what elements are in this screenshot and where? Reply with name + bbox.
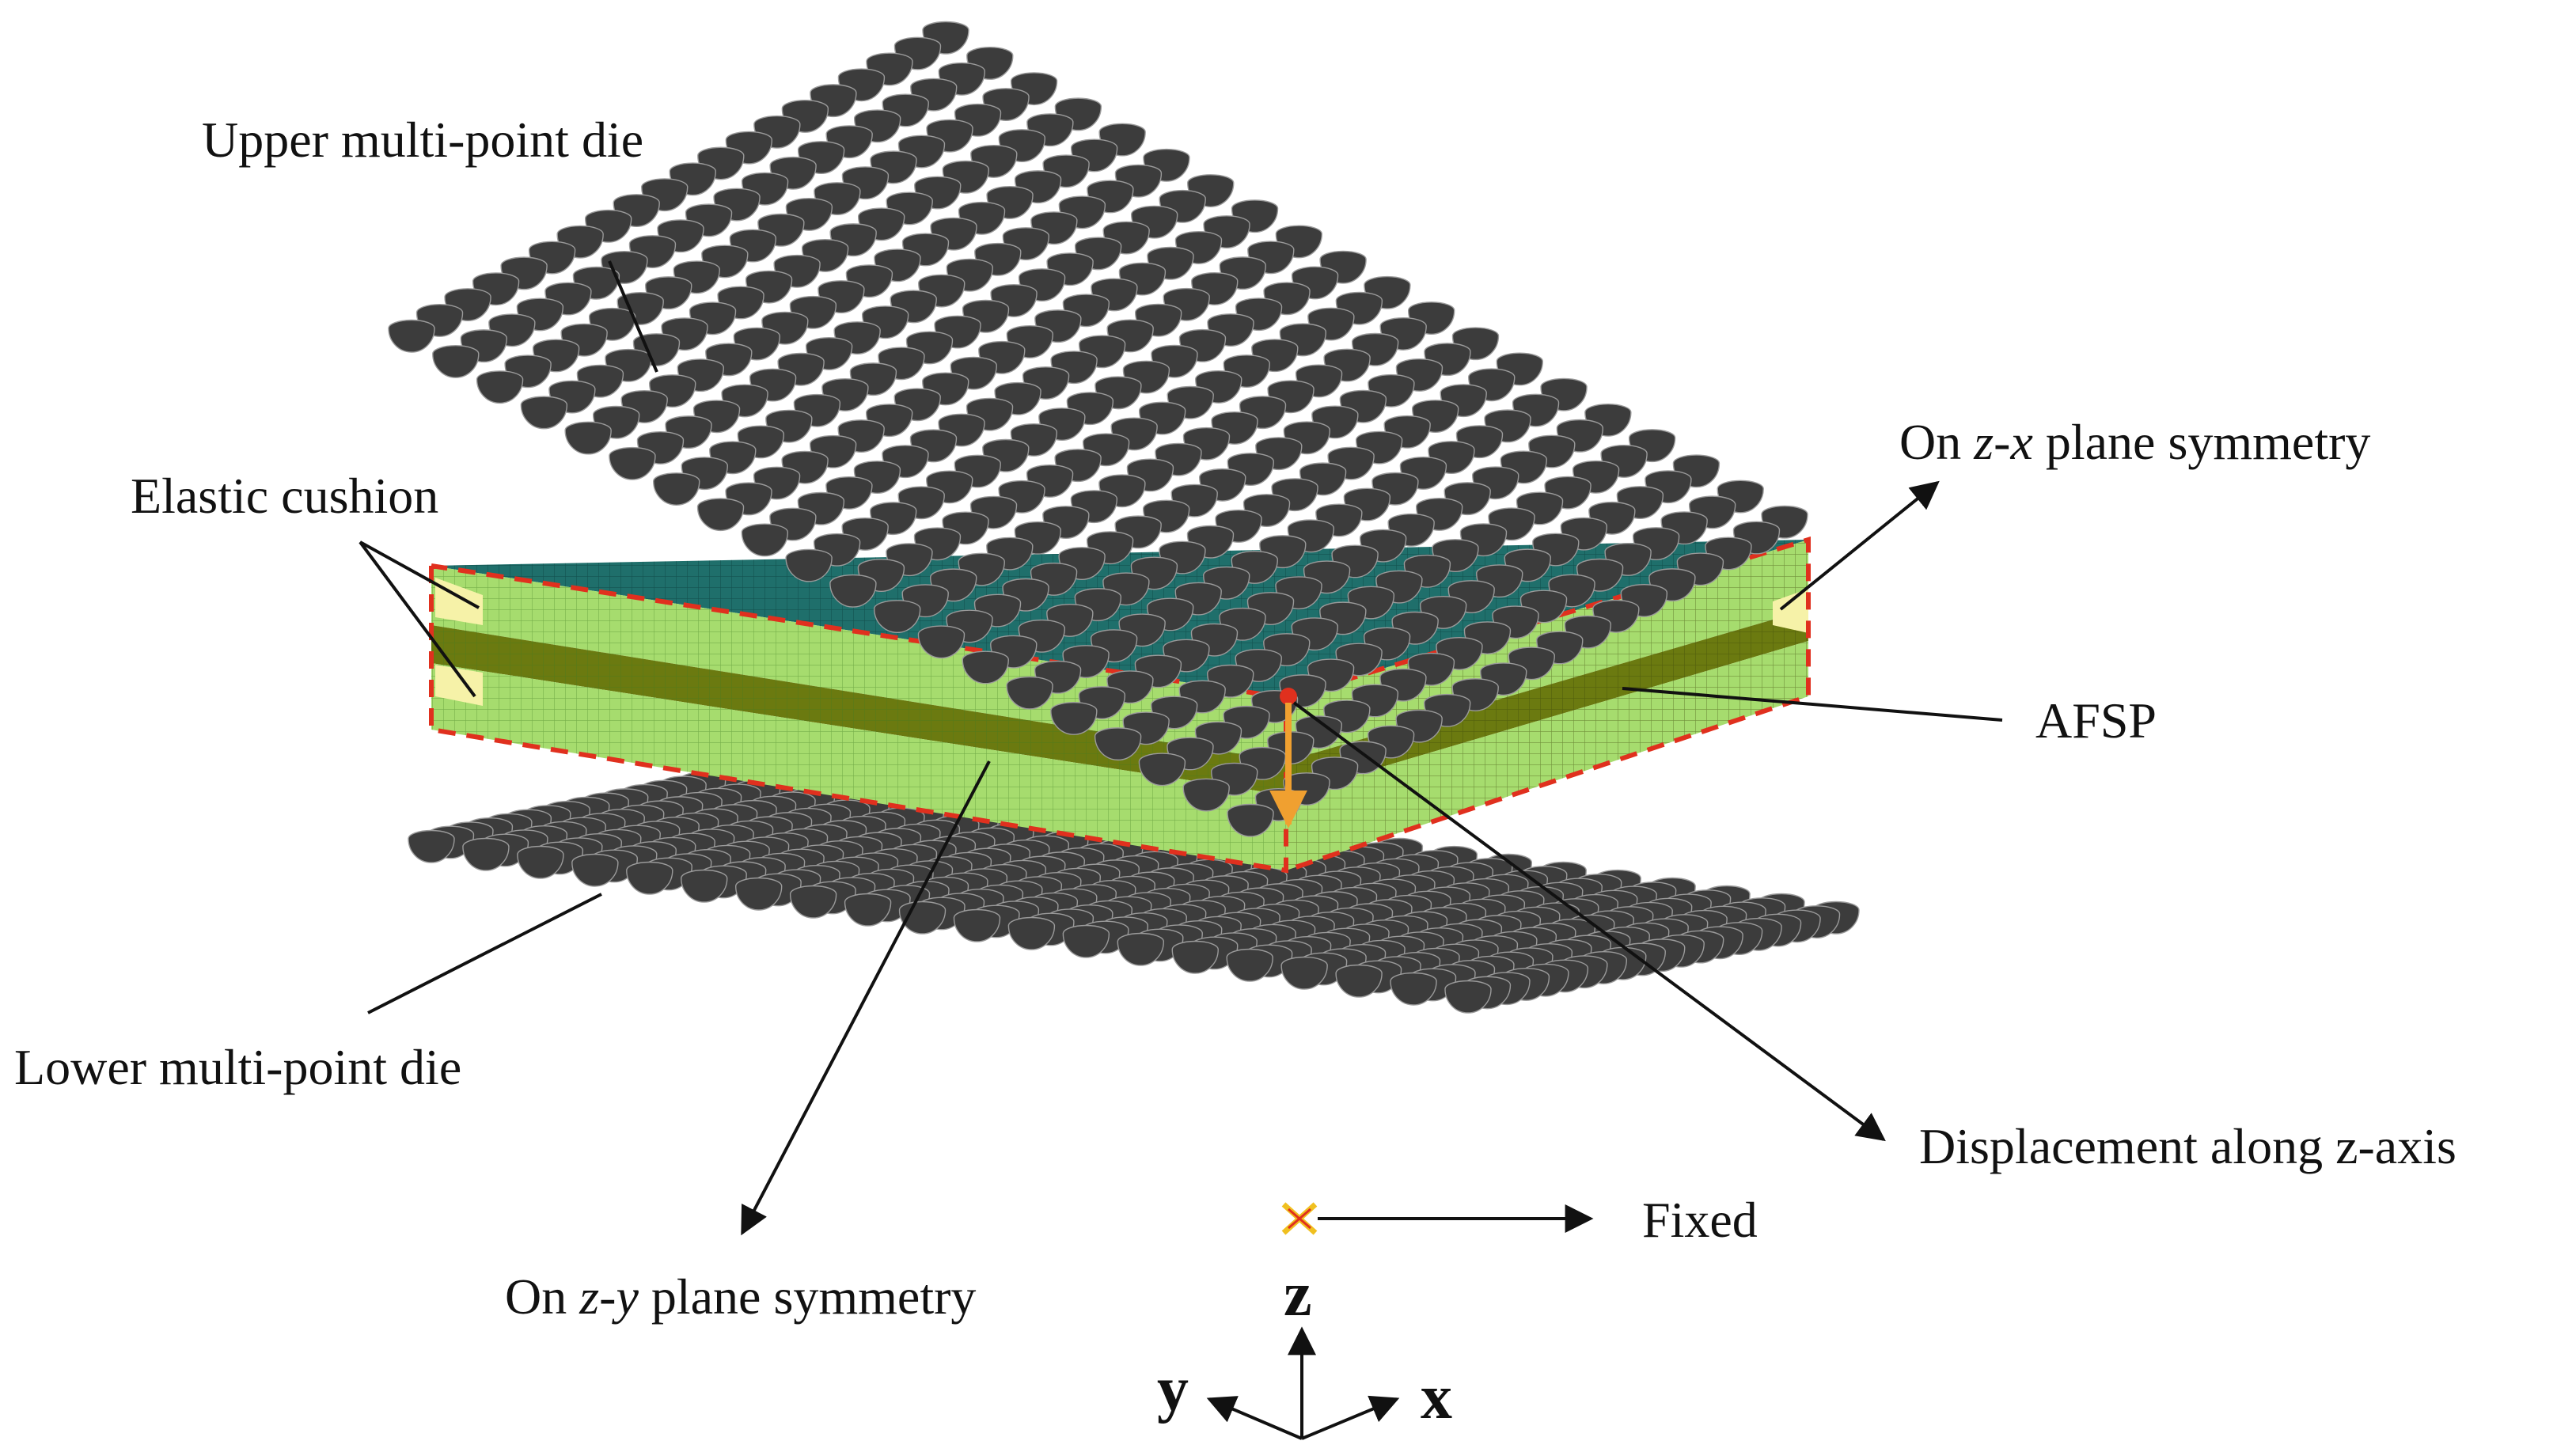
displacement-leader <box>1292 701 1886 1142</box>
die-pin <box>476 370 524 404</box>
y-axis-arrow <box>1206 1396 1303 1440</box>
die-pin <box>520 396 568 430</box>
die-pin <box>1335 964 1383 998</box>
die-pin <box>1226 948 1273 982</box>
cushion-end-left-lower <box>435 665 483 706</box>
die-pin <box>626 861 673 895</box>
upper-multi-point-die <box>388 21 1808 837</box>
die-pin <box>1094 727 1142 760</box>
zy-suffix: plane symmetry <box>639 1268 977 1325</box>
die-pin <box>1050 701 1098 735</box>
cushion-afsp-stack <box>429 536 1811 874</box>
z-axis-label: z <box>1284 1260 1312 1329</box>
die-pin <box>1444 980 1492 1014</box>
zy-symmetry-label: On z-y plane symmetry <box>505 1268 976 1325</box>
cushion-leader-lower <box>359 540 476 698</box>
die-pin <box>517 845 564 879</box>
die-pin <box>1117 932 1165 966</box>
die-pin <box>653 472 700 506</box>
cushion-end-right <box>1773 589 1808 633</box>
die-pin <box>462 837 510 871</box>
die-pin <box>953 908 1001 942</box>
die-pin <box>962 650 1009 684</box>
fixed-marker <box>1281 1202 1318 1235</box>
die-pin <box>432 345 480 378</box>
die-pin <box>571 853 619 887</box>
cushion-leader-upper <box>359 540 480 609</box>
die-pin <box>1280 956 1328 990</box>
die-pin <box>844 893 892 927</box>
coordinate-triad <box>1206 1326 1400 1440</box>
die-pin <box>408 829 455 863</box>
die-pin <box>609 446 656 480</box>
die-pin <box>829 574 877 608</box>
die-pin <box>1138 753 1186 787</box>
zx-prefix: On <box>1899 414 1974 470</box>
die-pin <box>734 877 783 911</box>
die-pin <box>1390 972 1437 1006</box>
die-pin <box>789 885 837 919</box>
zy-symmetry-leader <box>741 760 991 1236</box>
afsp-leader <box>1622 687 2003 722</box>
upper-die-label: Upper multi-point die <box>202 112 643 168</box>
die-pin <box>1182 778 1230 812</box>
sheet-top-face-mesh <box>431 540 1808 698</box>
die-pin <box>1171 940 1219 974</box>
displacement-point <box>1280 688 1297 705</box>
die-pin <box>1006 676 1053 710</box>
upper-die-leader <box>608 260 658 373</box>
zx-axis-name: z-x <box>1973 414 2033 470</box>
lower-die-leader <box>367 893 602 1014</box>
zx-symmetry-leader <box>1779 480 1940 611</box>
die-pin <box>1062 924 1110 958</box>
right-face-mesh <box>1286 540 1808 870</box>
displacement-label: Displacement along z-axis <box>1919 1118 2456 1174</box>
zy-prefix: On <box>505 1268 579 1325</box>
x-axis-arrow <box>1301 1395 1400 1440</box>
afsp-label: AFSP <box>2035 692 2157 749</box>
die-pin <box>564 421 612 455</box>
die-pin <box>696 498 745 532</box>
die-pin <box>1007 916 1056 950</box>
lower-die-label: Lower multi-point die <box>14 1039 461 1095</box>
fixed-label: Fixed <box>1642 1192 1758 1248</box>
y-axis-label: y <box>1157 1355 1189 1424</box>
leader-lines <box>359 260 2003 1236</box>
zy-axis-name: z-y <box>579 1268 639 1325</box>
die-pin <box>873 600 921 633</box>
x-axis-label: x <box>1421 1363 1452 1432</box>
die-pin <box>917 625 966 659</box>
die-pin <box>741 523 789 557</box>
die-pin <box>681 869 728 903</box>
zx-symmetry-label: On z-x plane symmetry <box>1899 414 2370 470</box>
left-face-mesh <box>431 566 1286 870</box>
zx-suffix: plane symmetry <box>2033 414 2371 470</box>
die-pin <box>388 319 435 353</box>
elastic-cushion-label: Elastic cushion <box>131 468 438 524</box>
die-pin <box>785 548 833 582</box>
